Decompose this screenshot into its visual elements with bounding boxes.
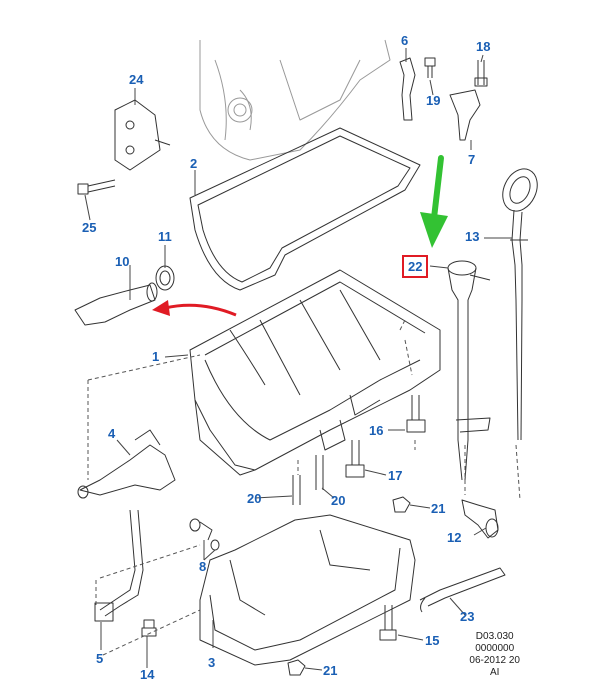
bolt-15 <box>379 605 397 641</box>
callout-22-highlighted: 22 <box>402 255 429 278</box>
adapter-12 <box>461 499 499 539</box>
leader-dashes <box>87 319 521 656</box>
callout-8: 8 <box>199 559 207 574</box>
callout-10: 10 <box>115 254 130 269</box>
callout-3: 3 <box>208 655 216 670</box>
oil-pan-lower <box>199 514 416 666</box>
callout-19: 19 <box>426 93 441 108</box>
callout-18: 18 <box>476 39 491 54</box>
callout-14: 14 <box>140 667 155 682</box>
reference-number: 0000000 <box>475 643 515 654</box>
callout-25: 25 <box>82 220 97 235</box>
callout-2: 2 <box>190 156 198 171</box>
oil-pickup-4 <box>77 429 176 499</box>
stud-20a <box>292 475 301 505</box>
callout-17: 17 <box>388 468 403 483</box>
stud-20b <box>315 455 324 490</box>
reference-code: D03.030 <box>475 631 514 642</box>
callout-11: 11 <box>158 229 172 244</box>
dipstick-13 <box>502 168 538 441</box>
hose-23 <box>419 567 506 613</box>
callout-5: 5 <box>96 651 104 666</box>
oil-pan-upper <box>189 269 441 476</box>
callout-1: 1 <box>152 349 160 364</box>
reference-suffix: AI <box>489 667 500 678</box>
callout-13: 13 <box>465 229 480 244</box>
callout-15: 15 <box>425 633 440 648</box>
breather-6 <box>399 57 416 121</box>
green-arrow <box>420 155 448 248</box>
reference-block: D03.030 0000000 06-2012 20 AI <box>469 631 520 679</box>
bolt-18 <box>474 60 488 87</box>
nut-21a <box>392 496 411 513</box>
dipstick-tube-5 <box>94 509 144 622</box>
bolt-17 <box>345 440 365 478</box>
callout-21a: 21 <box>431 501 446 516</box>
bracket-24 <box>114 99 171 171</box>
callout-23: 23 <box>460 609 475 624</box>
callout-16: 16 <box>369 423 384 438</box>
callout-6: 6 <box>401 33 409 48</box>
drain-plug-8 <box>189 518 220 551</box>
callout-20b: 20 <box>331 493 346 508</box>
bolt-16 <box>406 395 426 433</box>
red-arrow <box>152 300 237 317</box>
nut-21b <box>287 659 306 676</box>
callout-20a: 20 <box>247 491 262 506</box>
bolt-14 <box>141 619 157 637</box>
sensor-7 <box>449 89 481 141</box>
callout-21b: 21 <box>323 663 338 678</box>
oil-pan-gasket <box>189 127 421 291</box>
callout-4: 4 <box>108 426 116 441</box>
callout-7: 7 <box>468 152 476 167</box>
seal-11 <box>155 265 175 291</box>
bolt-25 <box>77 179 116 195</box>
callout-leaders <box>84 48 512 671</box>
dipstick-tube-22 <box>447 260 491 481</box>
bolt-19 <box>424 57 436 78</box>
engine-block-outline <box>199 39 391 161</box>
oil-level-sensor-10 <box>74 282 158 326</box>
callout-12: 12 <box>447 530 462 545</box>
reference-date: 06-2012 20 <box>469 655 520 666</box>
callout-24: 24 <box>129 72 144 87</box>
